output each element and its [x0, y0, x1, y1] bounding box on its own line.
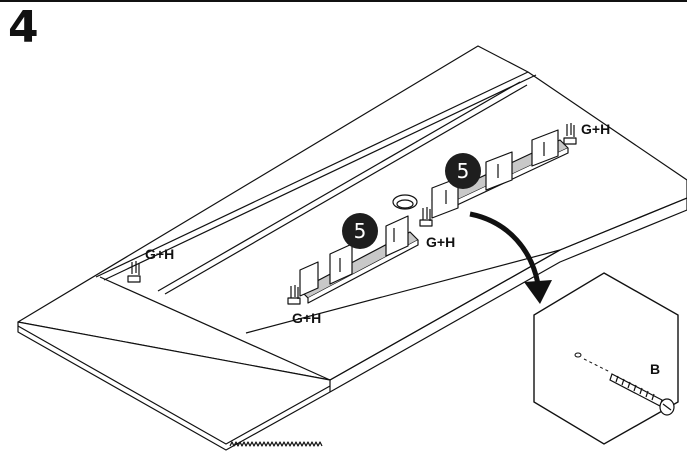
fastener-middle-upper	[419, 207, 433, 227]
label-gh-left: G+H	[145, 246, 174, 262]
step-number: 4	[8, 2, 39, 53]
svg-text:5: 5	[457, 159, 470, 183]
label-gh-right: G+H	[581, 121, 610, 137]
label-screw-part: B	[650, 361, 660, 377]
top-groove	[95, 71, 529, 278]
cross-seam	[99, 276, 331, 381]
front-edge-ribs	[229, 441, 323, 447]
fastener-middle-lower	[287, 285, 301, 305]
fastener-left	[127, 261, 141, 283]
detail-hexagon	[533, 272, 679, 445]
cable-hole	[392, 194, 418, 210]
step-badge-right: 5	[445, 153, 481, 189]
rail-right	[431, 129, 569, 219]
screw-icon	[609, 373, 675, 416]
center-seam	[157, 81, 521, 292]
top-rule	[0, 0, 687, 2]
rail-left	[299, 215, 419, 304]
label-gh-middle-upper: G+H	[426, 234, 455, 250]
fastener-right	[563, 123, 577, 145]
label-gh-middle-lower: G+H	[292, 310, 321, 326]
tabletop-edge	[17, 321, 331, 451]
step-badge-left: 5	[342, 213, 378, 249]
svg-text:5: 5	[354, 219, 367, 243]
curved-arrow-icon	[469, 211, 552, 304]
